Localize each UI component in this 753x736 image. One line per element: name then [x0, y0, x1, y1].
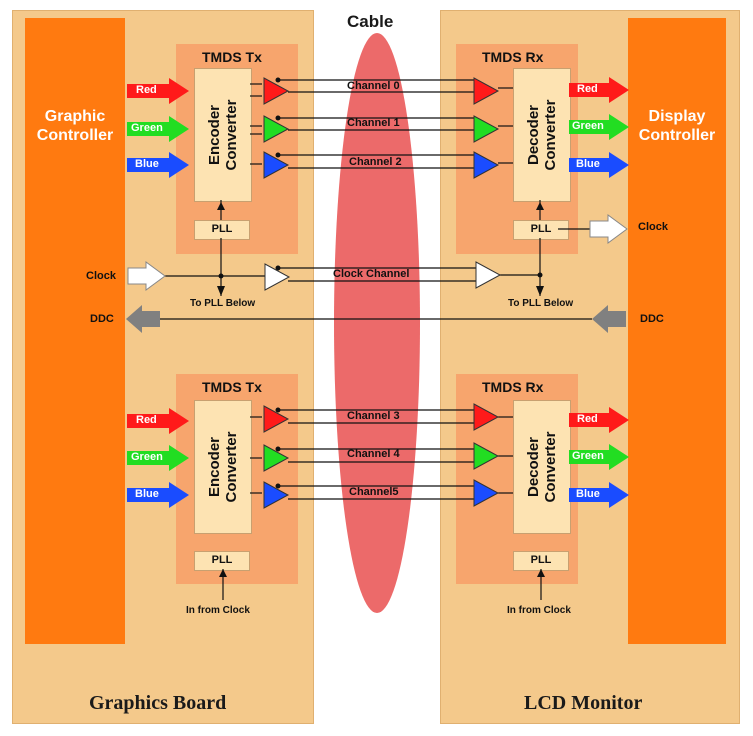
channel-2-label: Channel 2 [349, 156, 402, 168]
ddc-label-right: DDC [640, 313, 664, 325]
red-label-tx-bottom: Red [136, 414, 157, 426]
graphic-controller-label: Graphic Controller [36, 108, 114, 144]
graphic-controller [25, 18, 125, 644]
decoder-converter-top: Decoder Converter [513, 68, 571, 202]
encoder-converter-bottom: Encoder Converter [194, 400, 252, 534]
channel-5-label: Channel5 [349, 486, 399, 498]
red-signal-arrow-tx-top [127, 78, 189, 104]
clock-label-left: Clock [86, 270, 116, 282]
ddc-label-left: DDC [90, 313, 114, 325]
red-label-rx-bottom: Red [577, 413, 598, 425]
display-controller-label: Display Controller [638, 108, 716, 144]
tmds-tx-top-title: TMDS Tx [202, 49, 262, 65]
red-signal-arrow-tx-bottom [127, 408, 189, 434]
tmds-tx-bottom-title: TMDS Tx [202, 379, 262, 395]
in-from-clock-rx: In from Clock [507, 605, 571, 616]
pll-tx-top: PLL [194, 220, 250, 240]
green-signal-arrow-rx-top [569, 114, 629, 140]
red-signal-arrow-rx-top [569, 77, 629, 103]
encoder-converter-top: Encoder Converter [194, 68, 252, 202]
blue-label-tx-bottom: Blue [135, 488, 159, 500]
tmds-rx-top-title: TMDS Rx [482, 49, 544, 65]
red-label-tx-top: Red [136, 84, 157, 96]
decoder-converter-bottom: Decoder Converter [513, 400, 571, 534]
clock-label-right: Clock [638, 221, 668, 233]
cable-label: Cable [347, 12, 394, 31]
blue-label-tx-top: Blue [135, 158, 159, 170]
blue-signal-arrow-rx-top [569, 152, 629, 178]
channel-3-label: Channel 3 [347, 410, 400, 422]
green-signal-arrow-tx-bottom [127, 445, 189, 471]
graphics-board-title: Graphics Board [89, 692, 227, 714]
pll-tx-bottom: PLL [194, 551, 250, 571]
blue-signal-arrow-tx-top [127, 152, 189, 178]
channel-4-label: Channel 4 [347, 448, 400, 460]
blue-signal-arrow-tx-bottom [127, 482, 189, 508]
green-label-rx-top: Green [572, 120, 604, 132]
green-signal-arrow-tx-top [127, 116, 189, 142]
green-label-tx-bottom: Green [131, 451, 163, 463]
blue-signal-arrow-rx-bottom [569, 482, 629, 508]
clock-channel-label: Clock Channel [333, 268, 410, 280]
display-controller [628, 18, 726, 644]
green-label-rx-bottom: Green [572, 450, 604, 462]
red-label-rx-top: Red [577, 83, 598, 95]
channel-0-label: Channel 0 [347, 80, 400, 92]
channel-1-label: Channel 1 [347, 117, 400, 129]
pll-rx-top: PLL [513, 220, 569, 240]
red-signal-arrow-rx-bottom [569, 407, 629, 433]
to-pll-below-tx: To PLL Below [190, 298, 256, 309]
green-signal-arrow-rx-bottom [569, 444, 629, 470]
green-label-tx-top: Green [131, 122, 163, 134]
blue-label-rx-bottom: Blue [576, 488, 600, 500]
to-pll-below-rx: To PLL Below [508, 298, 574, 309]
in-from-clock-tx: In from Clock [186, 605, 250, 616]
lcd-monitor-title: LCD Monitor [524, 692, 643, 714]
blue-label-rx-top: Blue [576, 158, 600, 170]
tmds-rx-bottom-title: TMDS Rx [482, 379, 544, 395]
